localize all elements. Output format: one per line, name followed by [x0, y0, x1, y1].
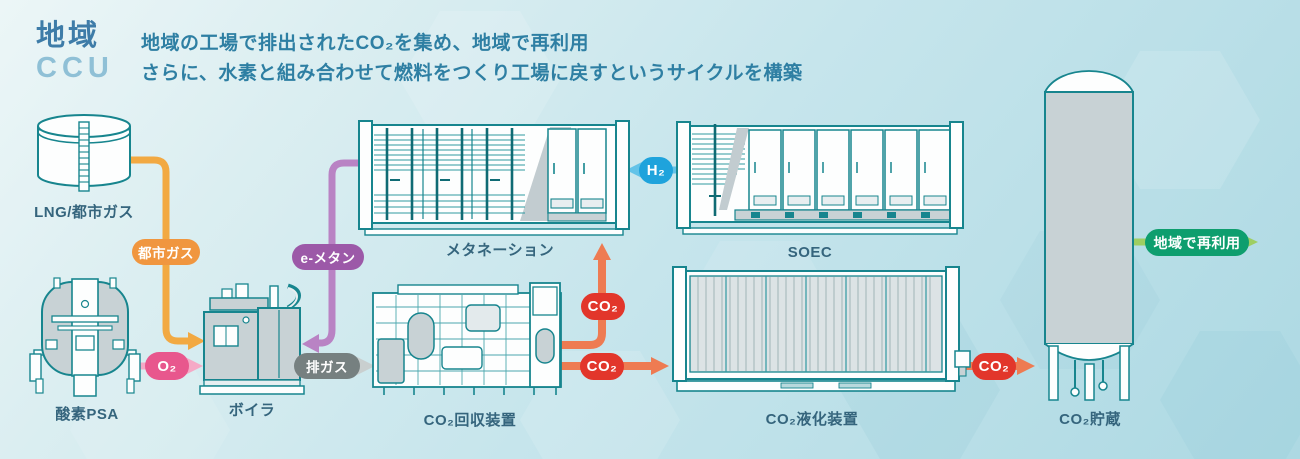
city-gas-flow-label: 都市ガス	[132, 239, 200, 265]
h2-flow-label: H₂	[639, 157, 673, 184]
co2-to-methanation-flow-label: CO₂	[581, 293, 625, 320]
co2-storage-tank-illustration	[1044, 70, 1134, 401]
co2-storage-node	[1033, 64, 1145, 406]
co2-storage-label: CO₂貯蔵	[1059, 411, 1121, 428]
co2-capture-label: CO₂回収装置	[423, 412, 517, 429]
o2-flow-label: O₂	[145, 352, 189, 380]
methanation-label: メタネーション	[445, 242, 555, 259]
lng-label: LNG/都市ガス	[34, 204, 134, 221]
co2-liquefaction-node	[671, 263, 971, 401]
oxygen-psa-illustration	[29, 277, 141, 397]
regional-ccu-logo: 地域 CCU	[36, 22, 114, 83]
soec-label: SOEC	[787, 244, 833, 261]
lng-tank-illustration	[37, 114, 131, 192]
logo-line2: CCU	[36, 52, 114, 84]
boiler-node	[196, 282, 308, 398]
boiler-label: ボイラ	[228, 402, 276, 419]
co2-to-methanation-arrow	[552, 243, 611, 349]
boiler-illustration	[199, 283, 305, 395]
logo-line1: 地域	[36, 20, 101, 52]
lng-tank-node	[33, 113, 135, 203]
e-methane-flow-label: e-メタン	[292, 244, 364, 270]
headline-line1: 地域の工場で排出されたCO₂を集め、地域で再利用	[141, 33, 589, 54]
exhaust-gas-flow-label: 排ガス	[294, 353, 360, 379]
co2-capture-unit-illustration	[372, 282, 562, 395]
methanation-node	[357, 117, 631, 241]
co2-capture-node	[370, 277, 565, 403]
diagram-headline: 地域の工場で排出されたCO₂を集め、地域で再利用 さらに、水素と組み合わせて燃料…	[141, 29, 802, 90]
headline-line2: さらに、水素と組み合わせて燃料をつくり工場に戻すというサイクルを構築	[141, 63, 803, 85]
oxygen-psa-label: 酸素PSA	[55, 406, 119, 423]
reuse-flow-label: 地域で再利用	[1145, 229, 1249, 256]
oxygen-psa-node	[28, 276, 142, 398]
co2-to-storage-flow-label: CO₂	[972, 353, 1016, 380]
methanation-container-illustration	[358, 120, 630, 236]
soec-container-illustration	[676, 121, 964, 235]
co2-to-liquefaction-flow-label: CO₂	[580, 353, 624, 380]
soec-node	[675, 118, 965, 240]
co2-liquefaction-label: CO₂液化装置	[765, 411, 859, 428]
co2-liquefaction-container-illustration	[672, 266, 971, 392]
